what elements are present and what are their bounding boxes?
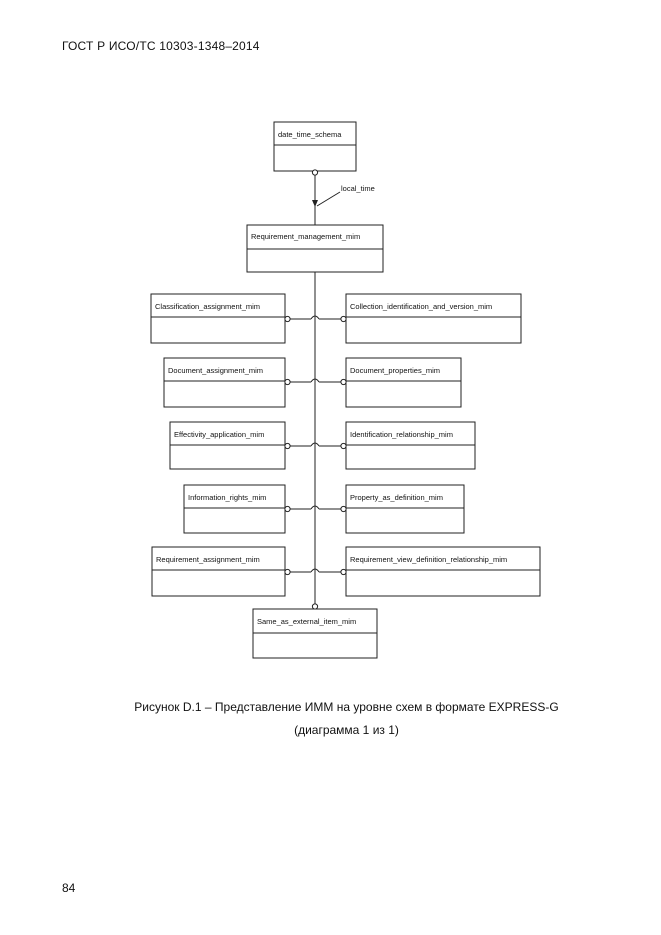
schema-box-left-5: Requirement_assignment_mim	[151, 546, 286, 597]
reference-label-local-time: local_time	[341, 184, 375, 193]
schema-box-right-2: Document_properties_mim	[345, 357, 462, 408]
schema-label-date-time: date_time_schema	[278, 130, 342, 139]
reference-arrow	[312, 200, 318, 207]
schema-label-right-4: Property_as_definition_mim	[350, 493, 443, 502]
schema-label-right-3: Identification_relationship_mim	[350, 430, 453, 439]
branch-connectors	[284, 315, 347, 576]
schema-box-left-4: Information_rights_mim	[183, 484, 286, 534]
schema-label-left-1: Classification_assignment_mim	[155, 302, 260, 311]
schema-box-bottom: Same_as_external_item_mim	[252, 608, 378, 659]
schema-box-right-3: Identification_relationship_mim	[345, 421, 476, 470]
schema-box-right-1: Collection_identification_and_version_mi…	[345, 293, 522, 344]
schema-box-left-2: Document_assignment_mim	[163, 357, 286, 408]
schema-box-left-1: Classification_assignment_mim	[150, 293, 286, 344]
schema-label-right-1: Collection_identification_and_version_mi…	[350, 302, 492, 311]
figure-caption: Рисунок D.1 – Представление ИММ на уровн…	[134, 700, 559, 714]
schema-label-left-3: Effectivity_application_mim	[174, 430, 264, 439]
schema-label-left-4: Information_rights_mim	[188, 493, 266, 502]
schema-label-left-2: Document_assignment_mim	[168, 366, 263, 375]
schema-box-right-5: Requirement_view_definition_relationship…	[345, 546, 541, 597]
schema-box-right-4: Property_as_definition_mim	[345, 484, 465, 534]
document-header: ГОСТ Р ИСО/ТС 10303-1348–2014	[62, 39, 260, 53]
schema-label-right-5: Requirement_view_definition_relationship…	[350, 555, 507, 564]
schema-box-date-time: date_time_schema	[273, 121, 357, 172]
schema-label-bottom: Same_as_external_item_mim	[257, 617, 356, 626]
figure-caption-subtitle: (диаграмма 1 из 1)	[294, 723, 399, 737]
connector-circle	[311, 169, 319, 176]
page-number: 84	[62, 881, 76, 895]
schema-label-right-2: Document_properties_mim	[350, 366, 440, 375]
schema-box-main: Requirement_management_mim	[246, 224, 384, 273]
schema-label-left-5: Requirement_assignment_mim	[156, 555, 260, 564]
connector-circle	[311, 603, 319, 610]
schema-label-main: Requirement_management_mim	[251, 232, 360, 241]
schema-box-left-3: Effectivity_application_mim	[169, 421, 286, 470]
